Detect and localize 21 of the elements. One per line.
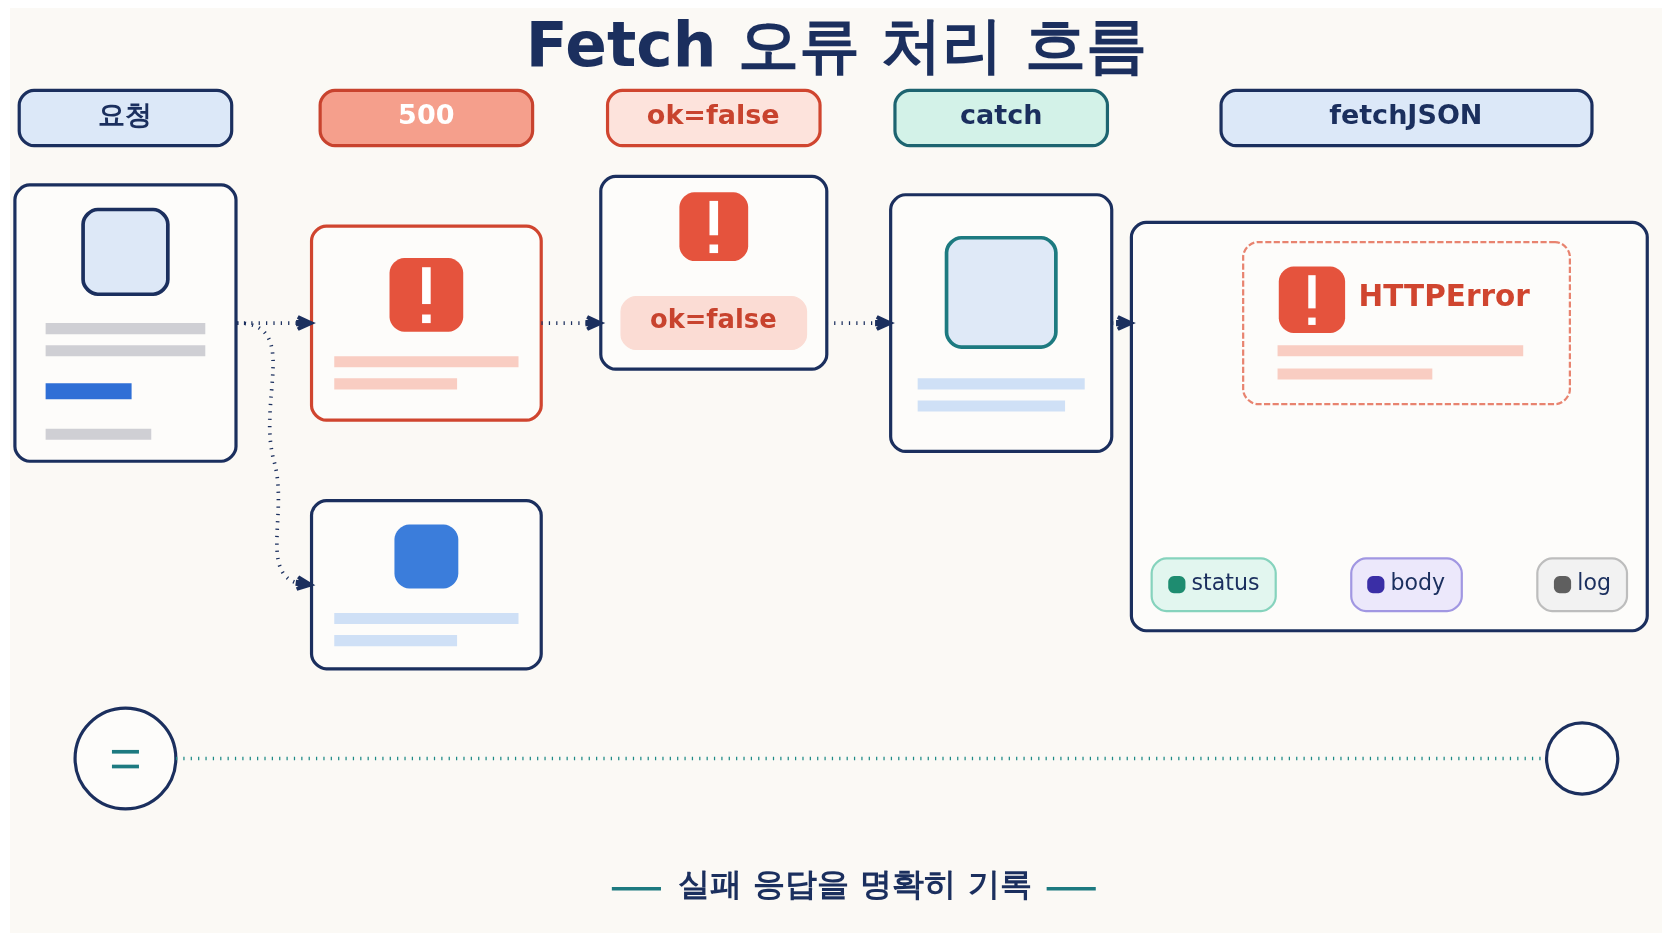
caption: 실패 응답을 명확히 기록	[678, 865, 1032, 904]
node-box: status	[1150, 557, 1277, 613]
arrow	[237, 321, 313, 591]
node-box: ok=false	[620, 296, 808, 351]
node-circle	[1544, 721, 1620, 796]
node-box	[889, 193, 1114, 454]
node-box	[309, 224, 543, 422]
node-box: fetchJSON	[1219, 88, 1594, 148]
node-box: body	[1350, 557, 1463, 613]
node-box: catch	[893, 88, 1110, 148]
node-box: ok=false	[605, 88, 822, 148]
node-box: log	[1536, 557, 1629, 613]
node-box: 500	[318, 88, 535, 148]
node-box: 요청	[17, 88, 234, 148]
arrow	[541, 315, 603, 331]
node-circle	[73, 706, 178, 811]
node-box	[13, 183, 238, 463]
diagram-title: Fetch 오류 처리 흐름	[525, 8, 1147, 80]
cluster	[1129, 220, 1649, 633]
node-box: HTTPError	[1242, 240, 1571, 406]
node-box	[309, 499, 543, 671]
